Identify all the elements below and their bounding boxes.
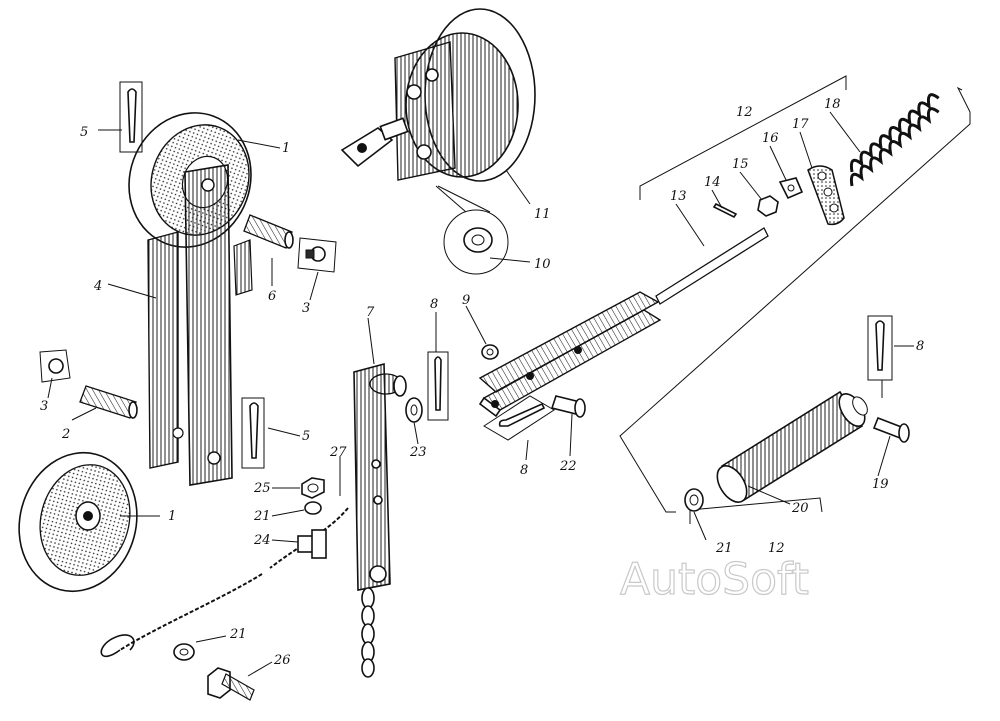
washer-23	[405, 397, 423, 423]
nut-25	[301, 477, 325, 499]
group-bracket-12-top	[639, 75, 847, 200]
callout-1-top: 1	[282, 141, 290, 156]
watermark-text: AutoSoft	[620, 554, 809, 605]
split-pin-8-right	[867, 315, 893, 398]
axle-2	[79, 385, 138, 419]
axle-6	[243, 214, 294, 249]
rack-assembly-12	[478, 227, 769, 418]
wire-rope	[100, 507, 349, 657]
grease-nipple-3-top	[297, 237, 337, 273]
split-pin-14	[712, 202, 738, 219]
callout-27: 26	[273, 653, 291, 668]
callout-15: 15	[732, 157, 749, 172]
callout-7: 7	[366, 305, 375, 320]
split-pin-8-mid	[427, 351, 449, 421]
callout-18: 18	[824, 97, 841, 112]
callout-13: 13	[670, 189, 687, 204]
callout-6: 6	[268, 289, 276, 304]
callout-5-top: 5	[80, 125, 88, 140]
callout-9: 9	[462, 293, 470, 308]
callout-3-bottom: 3	[40, 399, 48, 414]
washer-9	[481, 344, 499, 360]
washer-10	[435, 185, 509, 275]
callout-19: 19	[872, 477, 889, 492]
callout-12-bottom: 12	[768, 541, 785, 556]
washer-21-mid	[304, 501, 322, 515]
callout-23: 23	[409, 445, 427, 460]
callout-17: 17	[792, 117, 809, 132]
bracket-7	[353, 362, 407, 591]
bolt-icon	[207, 667, 255, 701]
assembly-leader	[619, 86, 971, 513]
upper-pulley-assembly	[128, 112, 253, 486]
chain-icon	[361, 587, 375, 678]
nut-15	[757, 195, 779, 217]
washer-16	[778, 177, 804, 200]
leader-lines	[47, 111, 914, 677]
group-bracket-12-bottom	[689, 497, 823, 524]
callout-10: 10	[534, 257, 551, 272]
callout-14: 14	[704, 175, 721, 190]
callout-21-bottom: 21	[229, 627, 247, 642]
callout-20: 20	[791, 501, 809, 516]
callout-3-top: 3	[302, 301, 310, 316]
callout-8-lower: 8	[520, 463, 528, 478]
split-pin-5-bottom	[241, 397, 265, 469]
washer-21-right	[684, 488, 704, 512]
plate-17	[807, 165, 845, 226]
callout-4: 4	[93, 279, 102, 294]
callout-2: 2	[61, 427, 70, 442]
spring-icon	[849, 93, 940, 187]
tube-20	[716, 390, 868, 503]
callout-11: 11	[534, 207, 551, 222]
split-pin-5-top	[119, 81, 143, 153]
callout-5-bottom: 5	[302, 429, 310, 444]
callout-24: 24	[253, 533, 271, 548]
callout-12-top: 12	[736, 105, 753, 120]
drum-assembly-11	[340, 8, 536, 182]
split-pin-8-lower	[483, 395, 555, 441]
washer-21-bottom	[173, 643, 195, 661]
lower-pulley	[18, 451, 138, 593]
callout-21-right: 21	[715, 541, 733, 556]
grease-nipple-3-bottom	[39, 349, 71, 383]
callout-labels: 5 1 4 6 3 3 2 5 1 11 10 7 8 9 23 8 22 12…	[40, 97, 924, 668]
pin-22	[550, 395, 586, 418]
callout-8-right: 8	[916, 339, 924, 354]
bolt-24	[297, 529, 327, 559]
callout-25: 25	[253, 481, 271, 496]
callout-22: 22	[559, 459, 577, 474]
callout-16: 16	[762, 131, 779, 146]
callout-8-mid: 8	[430, 297, 438, 312]
pin-19	[872, 416, 910, 443]
callout-1-bottom: 1	[168, 509, 176, 524]
callout-21-mid: 21	[253, 509, 271, 524]
callout-26: 27	[329, 445, 347, 460]
